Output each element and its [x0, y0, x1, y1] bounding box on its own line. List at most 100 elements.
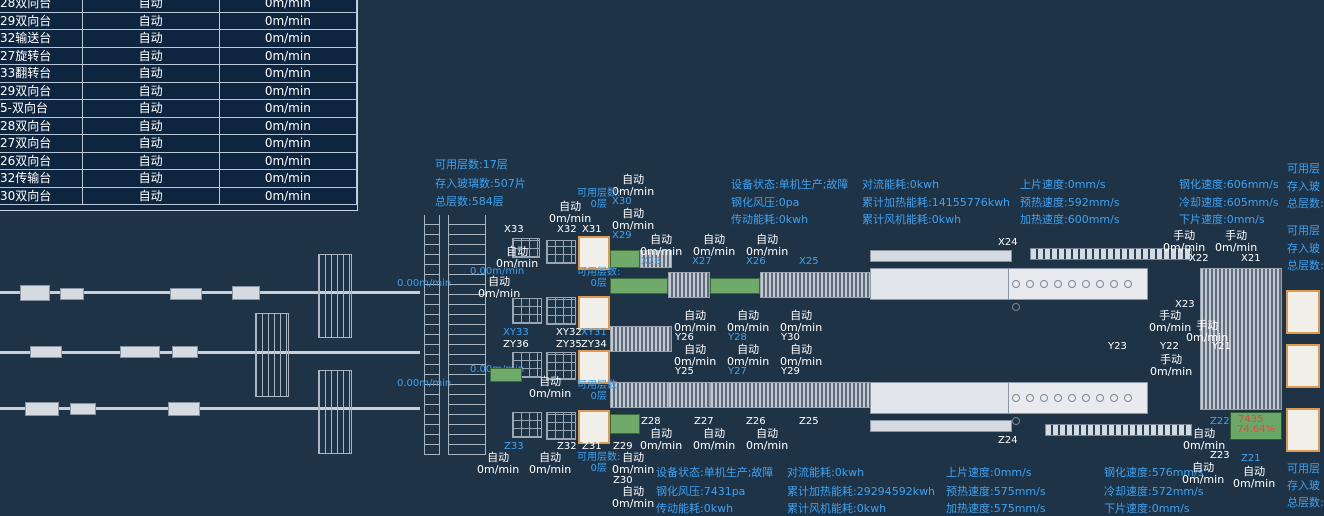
x-convection-energy: 对流能耗:0kwh [862, 178, 940, 191]
quench-x [1030, 248, 1192, 260]
z-temper-pressure: 钢化风压:7431pa [656, 485, 746, 498]
status-cell-name: 5-双向台 [0, 99, 83, 118]
z-convection-energy: 对流能耗:0kwh [787, 466, 865, 479]
machine-zy34[interactable] [578, 350, 610, 384]
x-heat-speed: 加热速度:600mm/s [1020, 213, 1120, 226]
label-z22: Z22 [1210, 416, 1230, 427]
right-avail-2: 可用层 [1287, 224, 1320, 237]
line-y-conveyor [0, 351, 420, 354]
roller-x29 [640, 250, 672, 268]
label-zy36: ZY36 [503, 339, 529, 350]
loader-x2 [60, 288, 84, 300]
percent-box [1230, 412, 1282, 440]
storage-ladder [424, 215, 440, 455]
label-x26: X26 [746, 256, 766, 267]
label-y22: Y22 [1160, 341, 1179, 352]
percent-value: 7435 [1238, 414, 1264, 425]
label-y28: Y28 [728, 332, 747, 343]
status-cell-speed: 0m/min [219, 82, 357, 100]
status-cell-speed: 0m/min [219, 99, 357, 118]
z-drive-energy: 传动能耗:0kwh [656, 502, 734, 515]
label-x30: X30 [612, 196, 632, 207]
z-preheat-speed: 预热速度:575mm/s [946, 485, 1046, 498]
machine-right-1[interactable] [1286, 290, 1320, 334]
label-xy33: XY33 [503, 327, 529, 338]
x-drive-energy: 传动能耗:0kwh [731, 213, 809, 226]
layers-xy31: 可用层数:0层 [577, 267, 621, 289]
machine-right-2[interactable] [1286, 344, 1320, 388]
machine-x31[interactable] [578, 236, 610, 270]
status-cell-mode: 自动 [82, 152, 220, 170]
furnace-z-chamber [1008, 382, 1148, 425]
label-z29: Z29 [613, 441, 633, 452]
right-store-2: 存入玻 [1287, 242, 1320, 255]
machine-right-3[interactable] [1286, 408, 1320, 452]
available-layers: 可用层数:17层 [435, 158, 508, 171]
right-store-3: 存入玻 [1287, 479, 1320, 492]
speed-storage-y: 0.00m/min [470, 266, 525, 277]
x-heating-energy: 累计加热能耗:14155776kwh [862, 196, 1011, 209]
z-heating-energy: 累计加热能耗:29294592kwh [787, 485, 936, 498]
machine-z31[interactable] [578, 410, 610, 444]
furnace-x-heating [870, 268, 1010, 300]
x-fan-energy: 累计风机能耗:0kwh [862, 213, 962, 226]
glass-x30 [610, 250, 640, 268]
status-cell-mode: 自动 [82, 0, 220, 13]
status-cell-mode: 自动 [82, 47, 220, 65]
right-avail-3: 可用层 [1287, 462, 1320, 475]
loader-y1 [30, 346, 62, 358]
stored-glass-count: 存入玻璃数:507片 [435, 177, 526, 190]
loader-z1 [25, 402, 59, 416]
rack-z [318, 370, 352, 454]
label-z31: Z31 [582, 441, 602, 452]
label-x27: X27 [692, 256, 712, 267]
label-zy34: ZY34 [581, 339, 607, 350]
table-zy35 [546, 352, 576, 380]
x-preheat-speed: 预热速度:592mm/s [1020, 196, 1120, 209]
label-z26: Z26 [746, 416, 766, 427]
speed-storage-x: 0.00m/min [397, 278, 452, 289]
right-total-2: 总层数: [1287, 259, 1324, 272]
roller-z26 [710, 382, 872, 408]
loader-y2 [120, 346, 160, 358]
x-cool-speed: 冷却速度:605mm/s [1179, 196, 1279, 209]
roller-cooling [1200, 268, 1282, 410]
label-z27: Z27 [694, 416, 714, 427]
roller-y26 [610, 326, 672, 352]
loader-z3 [168, 402, 200, 416]
machine-xy31[interactable] [578, 296, 610, 330]
status-cell-name: 32传输台 [0, 169, 83, 188]
status-cell-name: 33翻转台 [0, 64, 83, 83]
loader-z2 [70, 403, 96, 415]
status-cell-speed: 0m/min [219, 64, 357, 83]
status-cell-mode: 自动 [82, 117, 220, 135]
status-cell-speed: 0m/min [219, 0, 357, 13]
label-xy31: XY31 [581, 327, 607, 338]
label-x25: X25 [799, 256, 819, 267]
label-z21: Z21 [1241, 453, 1261, 464]
right-total-1: 总层数: [1287, 197, 1324, 210]
label-y26: Y26 [675, 332, 694, 343]
